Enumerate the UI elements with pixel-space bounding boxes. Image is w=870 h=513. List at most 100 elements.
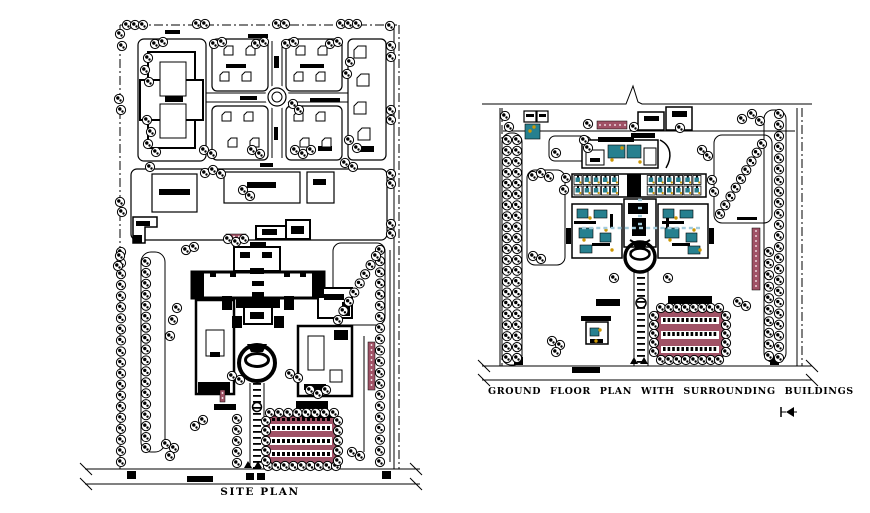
house-icon — [221, 111, 232, 122]
tree-icon — [332, 314, 344, 326]
tree-icon — [773, 352, 785, 364]
tree-icon — [773, 197, 785, 208]
stall-mark — [681, 332, 684, 336]
tree-icon — [150, 146, 162, 158]
tree-icon — [501, 134, 513, 146]
stall-mark — [292, 439, 295, 443]
crosswalk-tick — [637, 301, 645, 303]
stall-mark — [282, 426, 285, 430]
stall-mark — [297, 426, 300, 430]
fixture-dot — [668, 238, 672, 242]
stall-mark — [672, 318, 675, 322]
tree-icon — [157, 36, 169, 48]
tree-icon — [115, 412, 127, 423]
tree-icon — [231, 424, 243, 436]
fixture-dot — [692, 228, 696, 232]
stall-mark — [297, 418, 300, 421]
stall-mark — [699, 318, 703, 322]
tree-icon — [341, 68, 353, 80]
tree-icon — [511, 200, 523, 211]
marking-bar — [313, 179, 326, 185]
tree-icon — [773, 164, 785, 175]
tree-icon — [139, 64, 151, 76]
tree-icon — [720, 337, 732, 349]
tree-icon — [206, 148, 218, 160]
tree-icon — [713, 302, 725, 314]
stall-mark — [292, 418, 295, 421]
tree-icon — [511, 233, 523, 244]
parking-strip — [367, 341, 376, 391]
tree-icon — [344, 56, 356, 68]
dropoff-circle — [237, 343, 277, 383]
crosswalk-tick — [637, 325, 645, 327]
stall-mark — [676, 347, 680, 351]
stall-mark — [322, 418, 325, 421]
tree-icon — [740, 300, 752, 312]
tree-icon — [385, 51, 397, 63]
marking-bar — [165, 96, 183, 102]
room-fill — [578, 227, 594, 239]
room-fill — [524, 123, 541, 140]
stall-mark — [317, 426, 320, 430]
marking-bar — [296, 401, 328, 409]
room-fill — [662, 208, 675, 219]
stall-mark — [690, 332, 694, 336]
stall-mark — [277, 418, 280, 421]
stall-mark — [307, 426, 310, 430]
tree-icon — [312, 388, 324, 400]
tree-icon — [283, 407, 294, 419]
tree-icon — [511, 352, 523, 364]
tree-icon — [503, 121, 515, 133]
road-break-marks — [79, 462, 423, 491]
stall-mark — [704, 332, 707, 336]
tree-icon — [501, 200, 513, 211]
house-icon — [241, 71, 252, 82]
fixture-dot — [674, 216, 678, 220]
marking-bar — [136, 221, 150, 226]
marking-bar — [230, 272, 236, 277]
stall-mark — [695, 347, 698, 351]
green-strips — [140, 242, 391, 462]
ward-room — [683, 185, 693, 196]
corridor-dash — [631, 226, 636, 230]
tree-icon — [705, 302, 716, 314]
tree-icon — [708, 186, 720, 198]
marking-bar — [247, 182, 276, 188]
entry-drive — [633, 271, 649, 366]
stall-mark — [322, 439, 325, 443]
crosswalk-tick — [637, 319, 645, 321]
house-icon — [223, 45, 234, 56]
tree-icon — [328, 407, 340, 419]
fixture-dot — [610, 158, 614, 162]
marking-bar — [257, 473, 265, 480]
corridor-dash — [603, 226, 608, 230]
tree-icon — [260, 455, 272, 467]
tree-icon — [140, 256, 152, 268]
tree-icon — [114, 28, 126, 40]
tree-icon — [288, 36, 300, 48]
tree-icon — [582, 142, 594, 154]
marking-bar — [598, 137, 634, 142]
tree-icon — [511, 178, 523, 189]
tree-icon — [254, 148, 266, 160]
tree-icon — [648, 310, 660, 322]
tree-icon — [511, 287, 523, 298]
crosswalk-tick — [637, 331, 645, 333]
tree-icon — [305, 144, 317, 156]
ward-room — [573, 185, 583, 196]
room-fill — [576, 208, 589, 219]
tree-icon — [773, 319, 785, 330]
stall-mark — [327, 439, 330, 443]
tree-icon — [164, 450, 176, 462]
stall-mark — [686, 318, 689, 322]
stall-mark — [704, 318, 707, 322]
tree-icon — [501, 331, 513, 342]
corridor-dash — [674, 226, 679, 230]
stall-mark — [277, 452, 280, 456]
tree-icon — [343, 296, 354, 307]
room-fill — [579, 244, 593, 254]
tree-icon — [511, 134, 523, 146]
tree-icon — [260, 445, 272, 457]
stall-mark — [272, 439, 275, 443]
